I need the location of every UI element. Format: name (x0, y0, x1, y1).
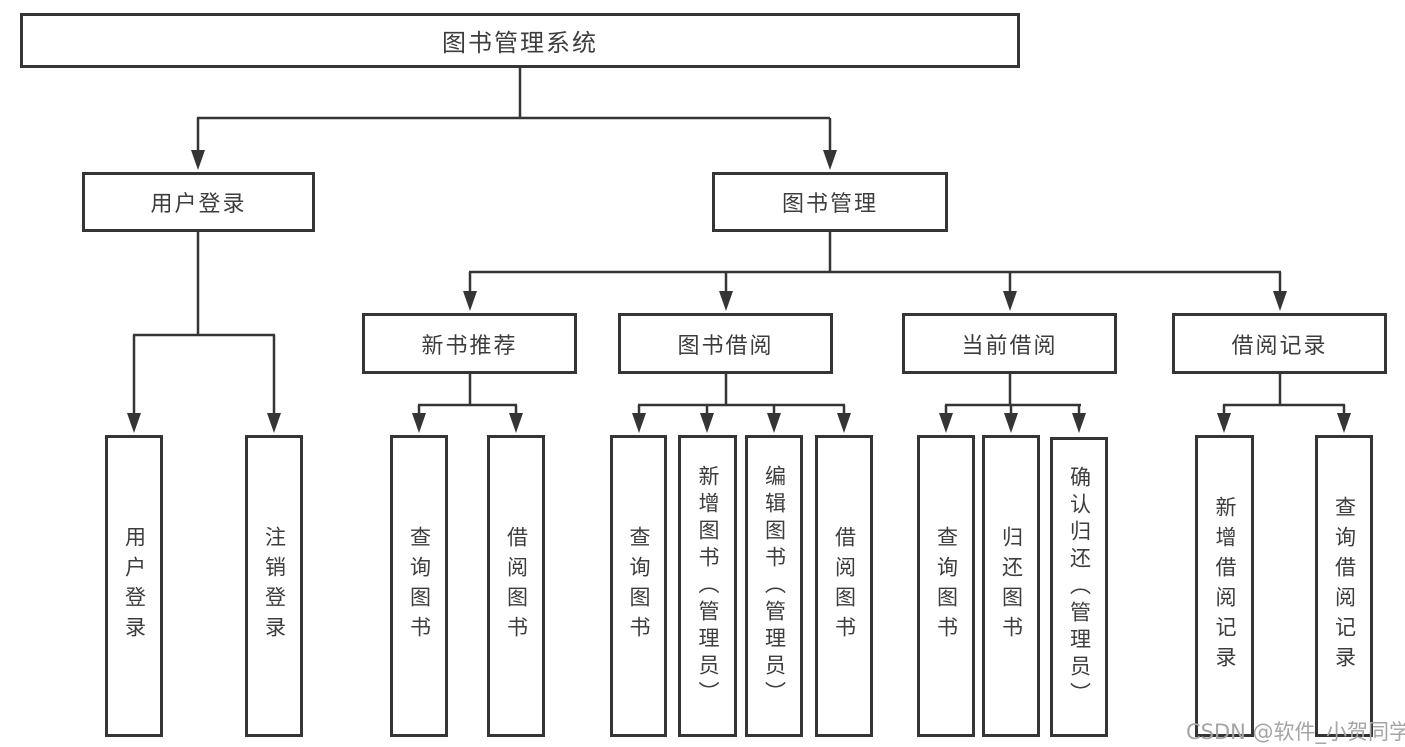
node-book-borrow: 图书借阅 (618, 313, 833, 374)
leaf-confirm-return-admin: 确认归还（管理员） (1050, 437, 1108, 737)
leaf-borrow-book-1: 借阅图书 (487, 435, 545, 737)
node-new-book-recommend: 新书推荐 (362, 313, 577, 374)
leaf-query-book-2: 查询图书 (610, 435, 667, 737)
leaf-borrow-book-2: 借阅图书 (815, 435, 873, 737)
node-book-management: 图书管理 (712, 172, 948, 232)
node-user-login: 用户登录 (82, 172, 315, 232)
node-current-borrow: 当前借阅 (902, 313, 1117, 374)
leaf-logout: 注销登录 (245, 435, 303, 737)
leaf-user-login: 用户登录 (105, 435, 163, 737)
csdn-watermark: CSDN @软件_小贺同学 (1186, 720, 1405, 744)
leaf-edit-book-admin: 编辑图书（管理员） (745, 435, 803, 737)
leaf-query-borrow-record: 查询借阅记录 (1315, 435, 1373, 737)
node-root-system: 图书管理系统 (20, 13, 1020, 68)
leaf-add-borrow-record: 新增借阅记录 (1195, 435, 1254, 737)
node-borrow-record: 借阅记录 (1172, 313, 1387, 374)
leaf-query-book-3: 查询图书 (917, 435, 975, 737)
arrowheads (127, 150, 1351, 433)
leaf-add-book-admin: 新增图书（管理员） (678, 435, 737, 737)
leaf-query-book-1: 查询图书 (390, 435, 448, 737)
leaf-return-book: 归还图书 (982, 435, 1040, 737)
